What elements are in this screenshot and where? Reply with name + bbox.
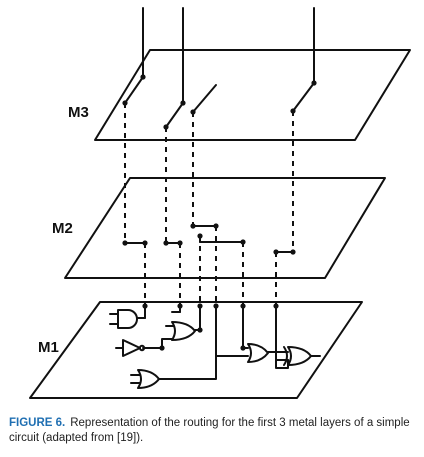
m3-via-dots [122, 74, 317, 130]
or-gate-right [247, 343, 269, 363]
m2-layer-plane [64, 177, 386, 279]
vias-m2-to-m1 [144, 226, 277, 306]
metal-layers-diagram: M3 M2 M1 [29, 7, 411, 399]
buffer-gate [115, 339, 146, 357]
m1-via-dots [142, 303, 279, 351]
or-gate-upper [165, 321, 196, 341]
m3-layer-plane [94, 49, 411, 141]
xor-gate [283, 346, 321, 366]
m3-wires [124, 7, 315, 128]
caption-text: Representation of the routing for the fi… [9, 417, 410, 444]
figure-number: FIGURE 6. [9, 417, 66, 429]
vias-m3-to-m2 [124, 103, 294, 252]
m1-wires [136, 305, 289, 380]
m1-layer-plane [29, 301, 363, 399]
m2-via-dots [122, 223, 296, 255]
m3-layer-label: M3 [68, 104, 89, 121]
m1-layer-label: M1 [38, 339, 59, 356]
or-gate-lower [130, 369, 160, 389]
and-gate [109, 309, 138, 329]
m2-layer-label: M2 [52, 220, 73, 237]
m2-wires [124, 225, 294, 253]
figure-caption: FIGURE 6.Representation of the routing f… [9, 416, 415, 446]
